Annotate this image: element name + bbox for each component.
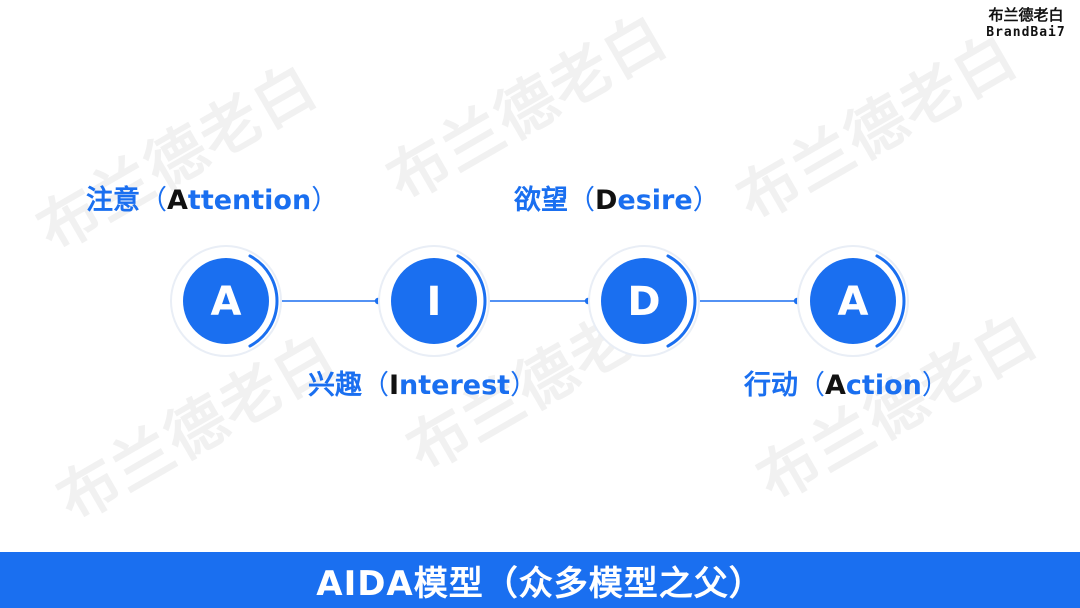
close-paren: ） [921, 370, 949, 401]
node-letter: I [427, 279, 442, 325]
node-accent-arc [248, 254, 279, 348]
stage-cn-label: 兴趣 [308, 370, 362, 401]
stage-label-desire: 欲望（Desire） [514, 184, 720, 218]
node-circle [601, 258, 687, 344]
open-paren: （ [798, 370, 825, 401]
logo-chinese-text: 布兰德老白 [988, 6, 1064, 24]
node-letter: A [838, 279, 869, 325]
stage-en-initial: I [389, 370, 400, 401]
open-paren: （ [140, 185, 167, 216]
stage-cn-label: 欲望 [514, 185, 568, 216]
open-paren: （ [362, 370, 389, 401]
node-circle [183, 258, 269, 344]
stage-label-action: 行动（Action） [744, 369, 949, 403]
close-paren: ） [510, 370, 538, 401]
node-circle [810, 258, 896, 344]
node-circle [391, 258, 477, 344]
stage-en-rest: esire [617, 185, 693, 216]
node-accent-arc [666, 254, 697, 348]
logo-english-text: BrandBai7 [986, 25, 1066, 40]
stage-en-initial: D [595, 185, 618, 216]
node-accent-arc [875, 254, 906, 348]
stage-en-initial: A [825, 370, 846, 401]
stage-cn-label: 注意 [86, 185, 140, 216]
node-letter: A [211, 279, 242, 325]
node-accent-arc [456, 254, 487, 348]
brand-logo: 布兰德老白 BrandBai7 [978, 6, 1074, 41]
stage-label-interest: 兴趣（Interest） [308, 369, 537, 403]
close-paren: ） [692, 185, 720, 216]
open-paren: （ [568, 185, 595, 216]
stage-en-rest: nterest [399, 370, 511, 401]
node-letter: D [627, 279, 660, 325]
stage-en-rest: ction [845, 370, 922, 401]
footer-title: AIDA模型（众多模型之父） [316, 563, 764, 604]
stage-label-attention: 注意（Attention） [86, 184, 338, 218]
footer-bar: AIDA模型（众多模型之父） [0, 552, 1080, 608]
stage-en-rest: ttention [187, 185, 312, 216]
close-paren: ） [311, 185, 339, 216]
stage-en-initial: A [167, 185, 188, 216]
stage-cn-label: 行动 [744, 370, 798, 401]
